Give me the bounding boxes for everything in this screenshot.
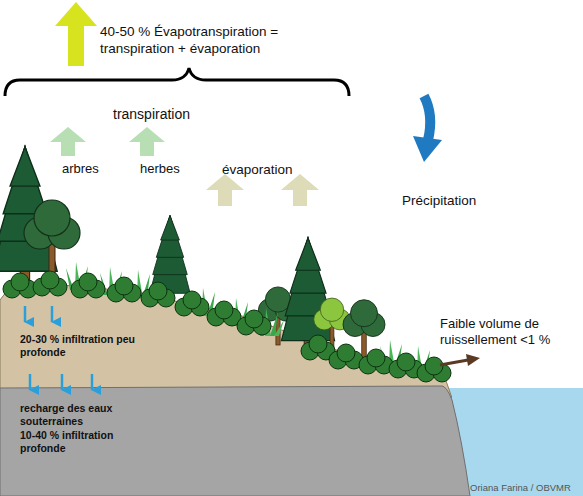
infiltration-arrow [91,374,94,390]
infiltration-arrow [24,306,27,322]
grass [193,288,221,316]
grass [66,262,94,290]
groundwater-band: recharge des eaux souterraines10-40 % in… [0,380,476,496]
runoff-label: Faible volume de ruissellement <1 % [440,316,568,349]
bush [389,353,423,378]
runoff-arrow [440,360,468,365]
grass [226,298,254,326]
runoff-arrowhead [466,354,480,366]
infiltration-arrow [51,306,54,322]
bush [71,273,105,298]
conifer-tree [0,147,57,285]
bush [141,282,175,307]
bush [175,291,209,316]
trees-label: arbres [62,161,132,177]
credit-label: Oriana Farina / OBVMR [470,482,583,494]
band-text: 10-40 % infiltration profonde [20,429,138,454]
band-text: 20-30 % infiltration peu profonde [20,333,138,358]
bush [3,273,37,298]
infiltration-arrow [29,374,32,390]
evaporation-label: évaporation [222,162,332,179]
evapotranspiration-arrow [55,2,97,66]
bush [301,335,335,360]
bush [237,310,271,335]
evaporation-arrow [281,174,319,206]
transpiration-label: transpiration [113,106,233,124]
infiltration-arrow [61,374,64,390]
grass [380,340,408,368]
grass [256,308,284,336]
deciduous-tree [24,200,80,283]
bush [359,349,393,374]
deciduous-tree [258,287,297,345]
deciduous-tree [314,298,350,352]
bush [417,357,451,382]
band-text: recharge des eaux souterraines [20,402,120,427]
precipitation-arrowhead [413,136,442,162]
grass [100,267,128,295]
band-shape [0,386,470,496]
conifer-tree [150,216,190,302]
transpiration-arrow [129,127,165,156]
grass [128,270,156,298]
grass [408,346,436,374]
bush [107,277,141,302]
transpiration-arrow [50,127,86,156]
conifer-tree [281,238,334,352]
evapotranspiration-label: 40-50 % Évapotranspiration = transpirati… [100,24,335,58]
band-shape [0,285,452,398]
evaporation-arrow [206,174,244,206]
bush [329,344,363,369]
soil-band: 20-30 % infiltration peu profonde [0,280,452,398]
bush [207,301,241,326]
deciduous-tree [343,300,385,362]
grass-label: herbes [140,161,210,177]
brace [5,68,349,96]
precipitation-arrow [424,96,430,140]
precipitation-label: Précipitation [402,193,522,210]
bush [33,271,67,296]
